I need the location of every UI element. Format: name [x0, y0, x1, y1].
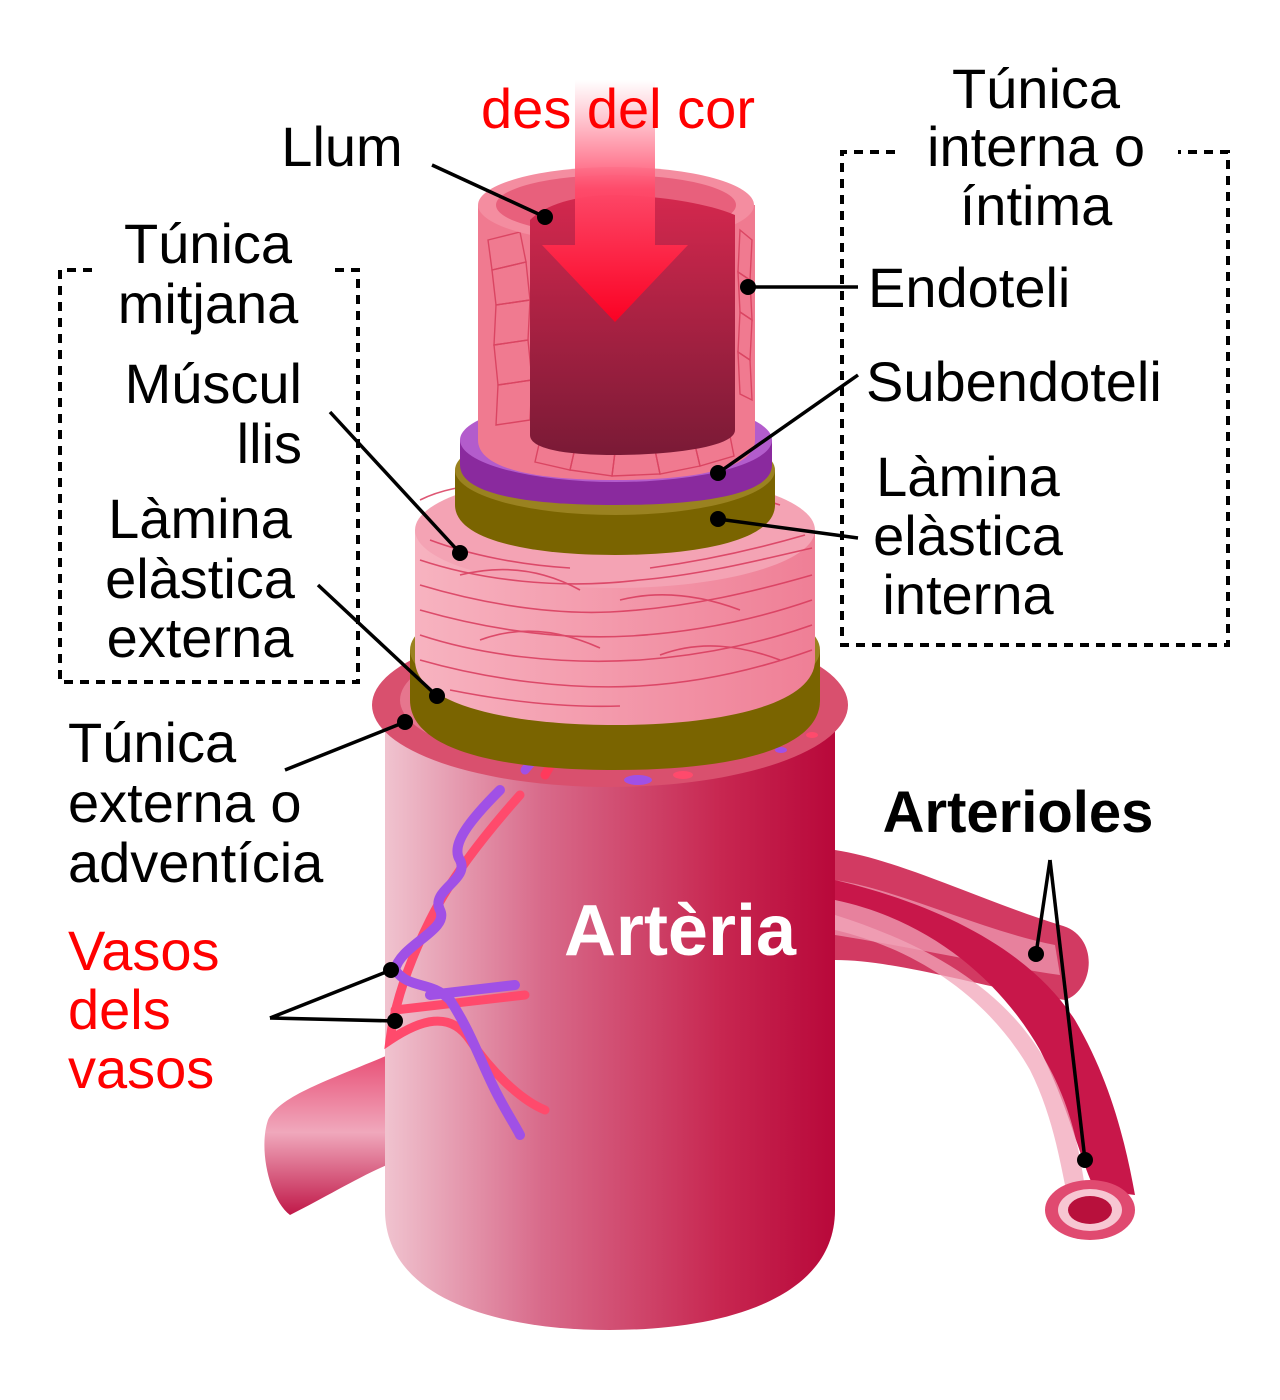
endothelium-label: Endoteli: [868, 256, 1070, 319]
subendothelium-label: Subendoteli: [866, 350, 1162, 413]
arterioles-label: Arterioles: [883, 780, 1154, 845]
tunica-interna-label-line3: íntima: [960, 174, 1113, 237]
tunica-interna-label-line2: interna o: [927, 115, 1145, 178]
external-elastic-label-line1: Làmina: [108, 487, 293, 550]
vasa-vasorum-label-line2: dels: [68, 978, 171, 1041]
tunica-externa-label-line3: adventícia: [68, 831, 324, 894]
tunica-interna-label-line1: Túnica: [952, 57, 1121, 120]
external-elastic-label-line3: externa: [107, 606, 295, 669]
internal-elastic-label-line2: elàstica: [873, 504, 1064, 567]
arterioles-branch: [835, 850, 1135, 1240]
smooth-muscle-label-line1: Múscul: [125, 352, 302, 415]
tunica-media-label-line2: mitjana: [118, 272, 299, 335]
vasa-vasorum-label-line3: vasos: [68, 1037, 214, 1100]
tunica-media-label-line1: Túnica: [124, 212, 293, 275]
left-branch-vessel: [264, 1050, 400, 1215]
tunica-interna-bracket: [840, 150, 1230, 647]
internal-elastic-label-line3: interna: [882, 563, 1054, 626]
blood-flow-arrow: [542, 80, 688, 322]
leader-lines: [269, 163, 1093, 1168]
flow-direction-label: des del cor: [481, 77, 755, 140]
vasa-vasorum-label-line1: Vasos: [68, 919, 219, 982]
tunica-externa-label-line1: Túnica: [68, 711, 237, 774]
lumen-label: Llum: [281, 115, 402, 178]
external-elastic-label-line2: elàstica: [105, 547, 296, 610]
tunica-media-bracket: [58, 268, 360, 684]
smooth-muscle-label-line2: llis: [237, 412, 302, 475]
internal-elastic-label-line1: Làmina: [876, 445, 1061, 508]
artery-label: Artèria: [564, 891, 797, 971]
tunica-externa-label-line2: externa o: [68, 771, 302, 834]
